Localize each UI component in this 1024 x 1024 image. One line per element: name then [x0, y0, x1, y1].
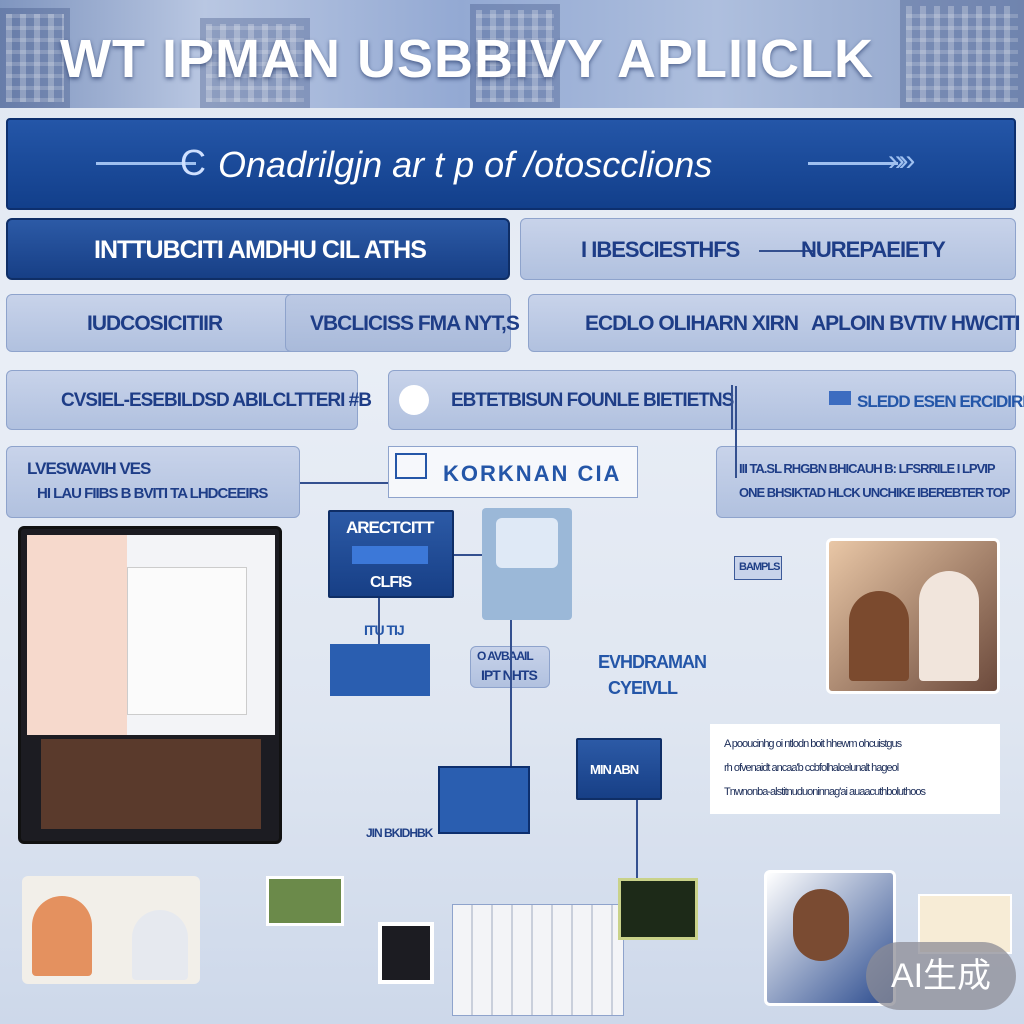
center-title-panel[interactable]: KORKNAN CIA [388, 446, 638, 498]
cycle-label-group: EVHDRAMAN CYEIVLL [598, 652, 708, 712]
banner-line-right [808, 162, 898, 165]
feature-panel[interactable]: IUDCOSICITIIR VBCLICISS FMA NYT,S [6, 294, 520, 352]
connector-line [731, 385, 733, 429]
monitor-icon [395, 453, 427, 479]
info-box[interactable]: MIN ABN [576, 738, 662, 800]
feature-label: ECDLO OLIHARN XIRN [585, 312, 799, 335]
building-graphic [200, 18, 310, 108]
banner-line-left [96, 162, 196, 165]
document-graphic [127, 567, 247, 715]
page-title: WT IPMAN USBBIVY APLIICLK [60, 29, 875, 89]
category-label: I IBESCIESTHFS [581, 237, 740, 262]
architecture-title: ARECTCITT [346, 518, 434, 537]
connector-line [636, 800, 638, 880]
feature-panel[interactable]: ECDLO OLIHARN XIRN APLOIN BVTIV HWCITI F… [528, 294, 1024, 352]
radio-dot-icon [399, 385, 429, 415]
people-photo [22, 876, 200, 984]
screen-graphic [27, 535, 275, 735]
connector-line [300, 482, 388, 484]
person-photo [764, 870, 896, 1006]
process-label: EBTETBISUN FOUNLE BIETIETNS [451, 390, 734, 411]
availability-label: O AVBAAIL [477, 649, 534, 663]
category-label: INTTUBCITI AMDHU CIL ATHS [94, 236, 427, 264]
person-graphic [919, 571, 979, 681]
feature-subpanel[interactable]: VBCLICISS FMA NYT,S [285, 294, 520, 352]
panel-graphic [330, 644, 430, 696]
description-line: III TA.SL RHGBN BHICAUH B: LFSRRILE I LP… [739, 461, 996, 476]
flag-icon [829, 391, 851, 405]
tag-label: ITU TIJ [364, 622, 405, 638]
process-panel[interactable]: CVSIEL-ESEBILDSD ABILCLTTERI #B [6, 370, 372, 430]
category-label: NUREPAEIETY [801, 237, 946, 262]
text-block-line: rh ofvenaidt ancaa'b ccbfolhalcelunalt h… [724, 762, 899, 774]
feature-label: VBCLICISS FMA NYT,S [310, 312, 520, 335]
availability-label: IPT NHTS [481, 667, 538, 683]
thumbnail-photo [378, 922, 434, 984]
wall-graphic [27, 535, 127, 735]
connector-line [378, 598, 380, 644]
display-graphic [438, 766, 530, 834]
building-graphic [0, 8, 70, 108]
progress-bar-graphic [352, 546, 428, 564]
building-graphic [900, 0, 1024, 108]
screen-graphic [496, 518, 558, 568]
server-graphic [452, 904, 624, 1016]
team-photo [826, 538, 1000, 694]
person-graphic [32, 896, 92, 976]
connector-line [454, 554, 482, 556]
feature-label: APLOIN BVTIV HWCITI FI [811, 312, 1024, 335]
connector-line [759, 250, 815, 252]
info-panel[interactable]: LVESWAVIH VES HI LAU FIIBS B BVITI TA LH… [6, 446, 300, 518]
info-label: LVESWAVIH VES [27, 459, 151, 478]
cycle-label: EVHDRAMAN [598, 652, 707, 672]
main-banner: C Onadrilgjn ar t p of /otoscclions »» [6, 118, 1016, 210]
process-label: SLEDD ESEN ERCIDIRE [857, 392, 1024, 411]
device-graphic [482, 508, 572, 620]
small-tag-label: BAMPLS [739, 561, 780, 573]
small-tag-label: JIN BKIDHBK [366, 826, 433, 840]
description-line: ONE BHSIKTAD HLCK UNCHIKE IBEREBTER TOP [739, 485, 1010, 500]
category-panel-primary[interactable]: INTTUBCITI AMDHU CIL ATHS [6, 218, 510, 280]
process-label: CVSIEL-ESEBILDSD ABILCLTTERI #B [61, 390, 372, 411]
center-title: KORKNAN CIA [443, 461, 622, 486]
thumbnail-photo [266, 876, 344, 926]
architecture-box[interactable]: ARECTCITT CLFIS [328, 510, 454, 598]
feature-label: IUDCOSICITIIR [87, 312, 223, 335]
header-band: WT IPMAN USBBIVY APLIICLK [0, 0, 1024, 108]
ai-generated-badge: AI生成 [866, 942, 1016, 1010]
double-chevron-icon: »» [888, 144, 915, 177]
text-block-line: A pooucinhg oi ntlodn boit hhewm ohcuist… [724, 738, 902, 750]
small-tag: BAMPLS [734, 556, 782, 580]
architecture-sub: CLFIS [370, 574, 412, 591]
thumbnail-photo [618, 878, 698, 940]
process-panel-wide[interactable]: EBTETBISUN FOUNLE BIETIETNS SLEDD ESEN E… [388, 370, 1024, 430]
description-panel[interactable]: III TA.SL RHGBN BHICAUH B: LFSRRILE I LP… [716, 446, 1016, 518]
building-graphic [470, 4, 560, 108]
monitor-photo [18, 526, 282, 844]
person-graphic [849, 591, 909, 681]
info-label: HI LAU FIIBS B BVITI TA LHDCEEIRS [37, 485, 268, 502]
info-box-label: MIN ABN [590, 762, 639, 777]
category-panel-secondary[interactable]: I IBESCIESTHFS NUREPAEIETY [520, 218, 1016, 280]
person-graphic [41, 739, 261, 829]
person-graphic [132, 910, 188, 980]
banner-c-mark: C [180, 142, 206, 183]
banner-subtitle: Onadrilgjn ar t p of /otoscclions [218, 144, 713, 185]
text-block-line: Tnwnonba-alstitnuduoninnag'ai auaacuthbo… [724, 786, 926, 798]
cycle-label: CYEIVLL [608, 678, 678, 698]
text-block: A pooucinhg oi ntlodn boit hhewm ohcuist… [710, 724, 1000, 814]
person-graphic [793, 889, 849, 961]
connector-line [510, 620, 512, 766]
connector-line [735, 386, 737, 478]
